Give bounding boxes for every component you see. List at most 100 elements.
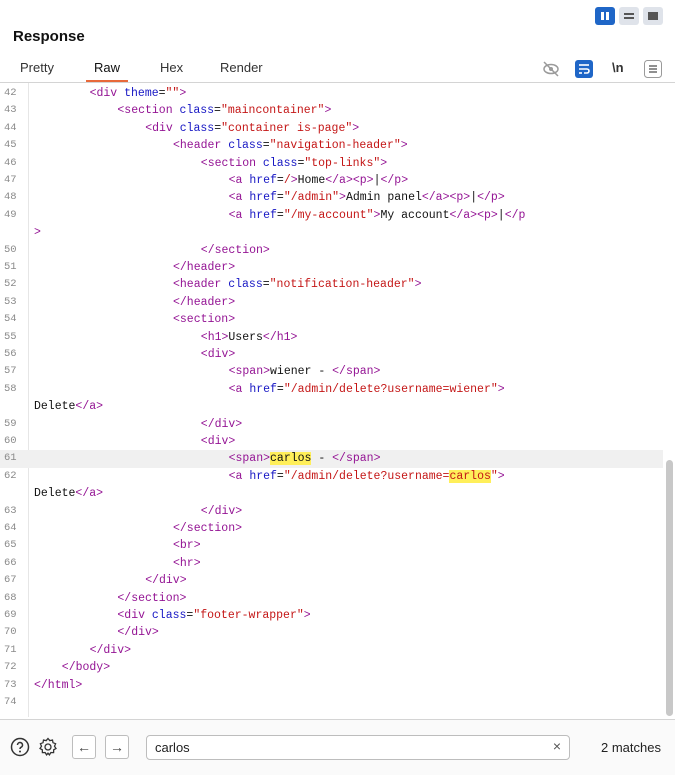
vertical-scrollbar[interactable]: [666, 460, 673, 716]
code-line: Delete</a>: [0, 485, 663, 502]
code-token: </span>: [332, 365, 381, 379]
code-token: <a: [228, 191, 250, 205]
gutter-divider: [28, 83, 29, 717]
line-number: 63: [4, 504, 17, 517]
line-number: 68: [4, 591, 17, 604]
tab-render[interactable]: Render: [220, 60, 263, 75]
code-token: <a: [228, 208, 250, 222]
code-token: </body>: [61, 661, 111, 675]
code-line: 67</div>: [0, 572, 663, 589]
code-line: 55<h1>Users</h1>: [0, 329, 663, 346]
code-token: </div>: [89, 643, 132, 657]
code-text: <div class="footer-wrapper">: [117, 607, 310, 624]
code-token: <div: [117, 609, 152, 622]
code-line: 63 </div>: [0, 503, 663, 520]
search-input[interactable]: [155, 739, 535, 755]
code-text: <a href="/admin">Admin panel</a><p>|</p>: [229, 189, 505, 206]
code-line: 61<span>carlos - </span>: [0, 450, 663, 468]
split-vertical-icon[interactable]: [619, 7, 639, 25]
code-token: </h1>: [262, 330, 298, 344]
code-line: 71</div>: [0, 642, 663, 659]
code-token: =: [276, 174, 284, 187]
match-count: 2 matches: [601, 740, 661, 755]
code-line: 52<header class="notification-header">: [0, 276, 663, 293]
code-token: Delete: [34, 400, 76, 414]
code-text: <header class="notification-header">: [173, 276, 421, 293]
menu-icon[interactable]: [643, 59, 663, 84]
line-number: 53: [4, 295, 17, 308]
next-match-icon[interactable]: →: [105, 735, 129, 759]
code-token: Users: [228, 330, 263, 344]
tab-hex[interactable]: Hex: [160, 60, 184, 75]
code-line: >: [0, 224, 663, 241]
help-icon[interactable]: [10, 737, 30, 762]
code-line: 51</header>: [0, 259, 663, 276]
code-text: </div>: [201, 416, 242, 433]
line-number: 70: [4, 626, 17, 639]
layout-toggle: [595, 7, 663, 25]
code-text: <a href="/admin/delete?username=wiener">: [229, 381, 505, 398]
hide-icon[interactable]: [541, 59, 561, 84]
code-text: >: [34, 224, 41, 241]
code-token: ": [490, 469, 498, 483]
code-token: =: [276, 382, 284, 396]
line-number: 55: [4, 330, 17, 343]
tab-raw[interactable]: Raw: [86, 60, 129, 82]
code-line: 68 </section>: [0, 590, 663, 607]
split-horizontal-icon[interactable]: [595, 7, 615, 25]
code-text: Delete</a>: [34, 398, 103, 415]
code-token: <p>: [352, 174, 374, 187]
response-editor[interactable]: 42<div theme="">43<section class="mainco…: [0, 83, 663, 717]
previous-match-icon[interactable]: ←: [72, 735, 96, 759]
code-token: "/admin/delete?username=: [283, 469, 450, 483]
code-token: </section>: [200, 243, 270, 257]
settings-icon[interactable]: [38, 737, 58, 762]
code-token: >: [34, 226, 41, 240]
word-wrap-icon[interactable]: [574, 59, 594, 84]
tab-pretty[interactable]: Pretty: [20, 60, 54, 75]
line-number: 51: [4, 261, 17, 273]
code-token: "top-links": [304, 156, 381, 170]
code-token: <p>: [449, 191, 471, 205]
code-text: </body>: [62, 659, 110, 676]
code-line: 73</html>: [0, 677, 663, 694]
search-bar: ← → × 2 matches: [0, 719, 675, 775]
line-number: 50: [4, 243, 17, 256]
code-token: </span>: [332, 452, 381, 466]
code-token: href: [249, 191, 277, 205]
code-text: <span>carlos - </span>: [229, 450, 381, 467]
code-token: class: [262, 156, 298, 170]
code-text: </section>: [117, 590, 186, 607]
code-token: >: [339, 191, 346, 205]
code-text: <div>: [201, 433, 236, 450]
code-line: 53</header>: [0, 294, 663, 311]
code-token: "": [165, 87, 180, 100]
code-line: 62<a href="/admin/delete?username=carlos…: [0, 468, 663, 485]
code-line: 74: [0, 694, 663, 711]
code-token: </div>: [200, 504, 243, 518]
code-token: >: [497, 382, 505, 396]
code-token: </p>: [380, 174, 409, 187]
single-pane-icon[interactable]: [643, 7, 663, 25]
code-token: class: [228, 139, 263, 153]
code-text: </div>: [201, 503, 242, 520]
code-text: </div>: [117, 624, 158, 641]
clear-search-icon[interactable]: ×: [552, 738, 561, 754]
code-line: 45<header class="navigation-header">: [0, 137, 663, 154]
code-line: 44<div class="container is-page">: [0, 120, 663, 137]
code-token: <a: [228, 382, 250, 396]
code-token: =: [276, 469, 284, 483]
code-token: -: [311, 452, 333, 466]
code-line: 57<span>wiener - </span>: [0, 363, 663, 380]
code-token: </p: [504, 208, 526, 222]
code-token: =: [297, 156, 305, 170]
code-line: 60<div>: [0, 433, 663, 450]
code-text: </div>: [145, 572, 186, 589]
search-match: carlos: [449, 469, 491, 483]
newline-icon[interactable]: \n: [612, 60, 624, 75]
code-token: My account: [380, 208, 450, 222]
code-token: >: [303, 609, 311, 622]
code-line: Delete</a>: [0, 398, 663, 415]
code-token: "maincontainer": [220, 104, 325, 118]
code-text: <div theme="">: [90, 85, 187, 102]
